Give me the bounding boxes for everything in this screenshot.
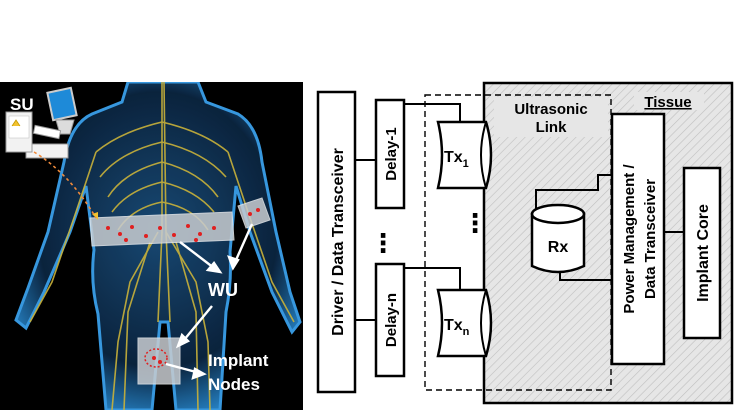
delay-n-label: Delay-n	[383, 293, 400, 347]
wu-arrows	[175, 223, 254, 349]
delay-n-block	[374, 262, 406, 378]
delay-1-label: Delay-1	[383, 127, 400, 180]
implant-arrow	[165, 362, 207, 380]
body-silhouette	[14, 82, 302, 410]
tx-1-transducer	[436, 120, 493, 190]
implant-label-line2: Nodes	[208, 375, 260, 394]
body-illustration: SU WU Implant Nodes	[0, 82, 303, 410]
implant-core-block	[682, 166, 722, 340]
ultrasonic-label-bg	[494, 97, 608, 137]
ultrasonic-link-label-line2: Link	[536, 119, 567, 136]
delay-1-block	[374, 98, 406, 210]
tissue-label-bg	[634, 92, 704, 110]
su-label: SU	[10, 95, 34, 114]
ultrasonic-link-label-line1: Ultrasonic	[514, 101, 587, 118]
tissue-label: Tissue	[644, 94, 691, 111]
tx-1-label: Tx1	[444, 149, 469, 170]
delay-ellipsis: ⋮	[370, 228, 396, 258]
waist-wearable-band	[89, 211, 235, 247]
tx-n-label: Txn	[444, 317, 470, 338]
tx-ellipsis: ⋮	[462, 208, 488, 238]
implant-label-line1: Implant	[208, 351, 269, 370]
power-management-label-line1: Power Management /	[621, 164, 638, 314]
su-computer-icon	[5, 86, 78, 159]
ultrasonic-link-block-diagram: Tissue Ultrasonic Link Driver / Data Tra…	[316, 81, 734, 405]
driver-transceiver-label: Driver / Data Transceiver	[330, 148, 347, 336]
rx-receiver	[530, 203, 586, 274]
thigh-wearable-band	[137, 337, 181, 385]
wrist-wearable-band	[237, 197, 271, 229]
wu-label: WU	[208, 280, 238, 300]
power-management-label-line2: Data Transceiver	[642, 179, 659, 299]
wireless-link-dashed	[33, 151, 97, 219]
power-management-block	[610, 112, 666, 366]
implant-core-label: Implant Core	[695, 204, 712, 302]
driver-transceiver-block	[316, 90, 357, 394]
rx-label: Rx	[548, 239, 569, 256]
tx-n-transducer	[436, 288, 493, 358]
